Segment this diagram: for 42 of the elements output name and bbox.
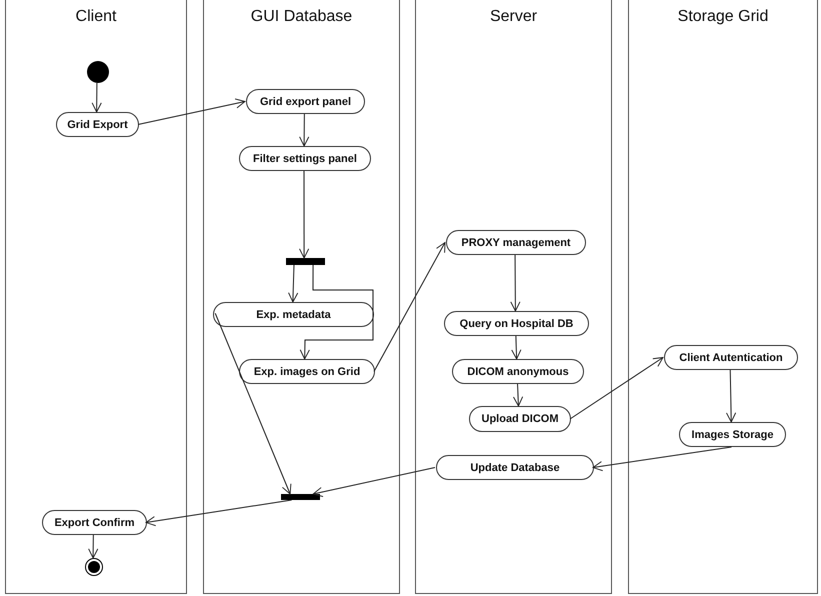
fork-bar [286, 258, 325, 265]
activity-node: Filter settings panel [239, 146, 371, 171]
activity-node: Exp. metadata [213, 302, 374, 327]
lane-title: Client [74, 8, 118, 26]
control-flow-arrow [374, 242, 446, 372]
activity-node: Export Confirm [42, 510, 147, 535]
activity-node: Grid Export [56, 112, 139, 137]
control-flow-arrow [288, 264, 298, 302]
initial-node [87, 61, 109, 83]
control-flow-arrow [592, 446, 732, 472]
lane-title: Storage Grid [676, 8, 770, 26]
swimlane [5, 0, 187, 594]
control-flow-arrow [570, 357, 664, 420]
control-flow-arrow [138, 98, 246, 125]
control-flow-arrow [510, 254, 520, 312]
control-flow-arrow [312, 467, 436, 497]
activity-node: Query on Hospital DB [444, 311, 589, 336]
swimlane [203, 0, 400, 594]
activity-node: Upload DICOM [469, 406, 571, 432]
swimlane [415, 0, 612, 594]
control-flow-arrow [146, 500, 292, 526]
control-flow-arrow [88, 534, 98, 558]
activity-node: Exp. images on Grid [239, 359, 375, 384]
control-flow-arrow [726, 370, 736, 422]
control-flow-arrow [299, 170, 310, 258]
activity-node: PROXY management [446, 230, 586, 255]
control-flow-arrow [92, 82, 102, 112]
control-flow-arrow [511, 336, 522, 360]
swimlane [628, 0, 818, 594]
final-node [85, 558, 103, 576]
control-flow-arrow [299, 114, 310, 146]
activity-node: DICOM anonymous [452, 359, 584, 384]
control-flow-arrow [214, 312, 292, 494]
activity-node: Grid export panel [246, 89, 365, 114]
control-flow-arrow [513, 384, 524, 406]
control-flow-arrow [300, 264, 374, 360]
fork-bar [281, 494, 320, 500]
activity-node: Images Storage [679, 422, 786, 447]
activity-node: Client Autentication [664, 345, 798, 370]
lane-title: GUI Database [250, 8, 354, 26]
lane-title: Server [488, 8, 538, 26]
activity-node: Update Database [436, 455, 594, 480]
